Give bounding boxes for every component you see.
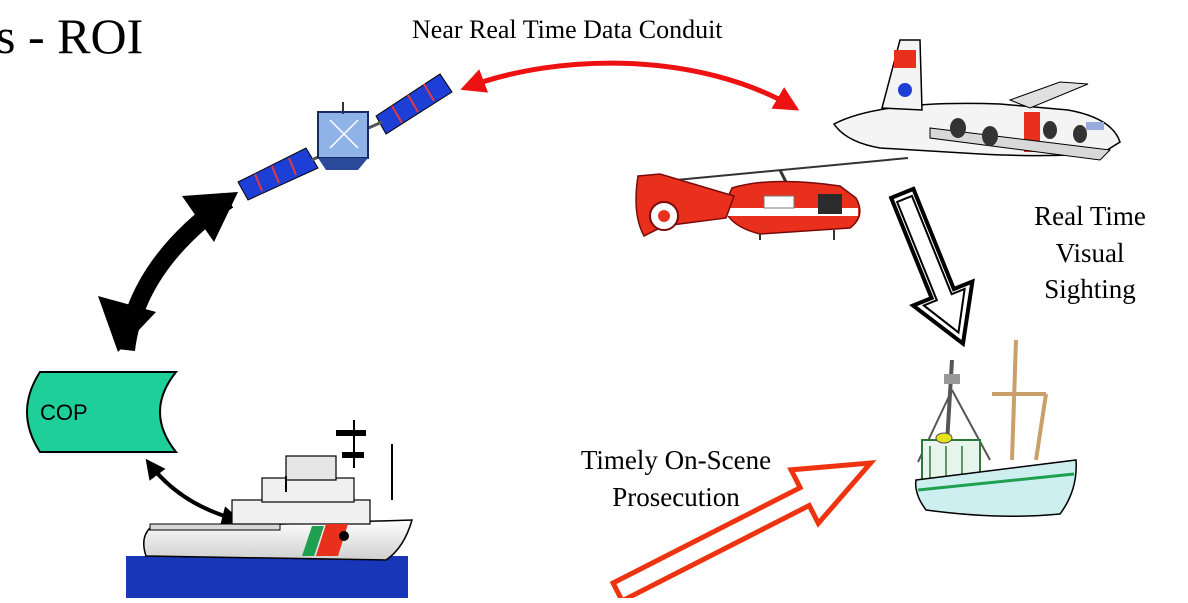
visual-sighting-line-2: Visual [1055, 237, 1125, 268]
cop-cutter-arrow [145, 458, 242, 526]
slide-title: s - ROI [0, 8, 144, 64]
coast-guard-cutter-icon [126, 420, 414, 598]
data-conduit-arrow [460, 60, 800, 111]
cop-label: COP [40, 400, 88, 425]
prosecution-line-1: Timely On-Scene [580, 445, 772, 475]
satellite-icon [237, 73, 453, 201]
prosecution-arrow [609, 459, 877, 603]
satellite-cop-arrow [98, 192, 238, 352]
visual-sighting-arrow [888, 186, 975, 348]
cop-stored-data-shape [26, 371, 179, 453]
visual-sighting-label: Real Time Visual Sighting [1000, 198, 1180, 308]
visual-sighting-line-1: Real Time [1034, 201, 1146, 231]
data-conduit-label: Near Real Time Data Conduit [412, 15, 723, 44]
visual-sighting-line-3: Sighting [1044, 274, 1136, 305]
helicopter-icon [635, 157, 909, 240]
prosecution-label: Timely On-Scene Prosecution [536, 442, 816, 515]
prosecution-line-2: Prosecution [612, 481, 740, 512]
c130-aircraft-icon [832, 39, 1121, 161]
fishing-vessel-icon [914, 339, 1077, 517]
